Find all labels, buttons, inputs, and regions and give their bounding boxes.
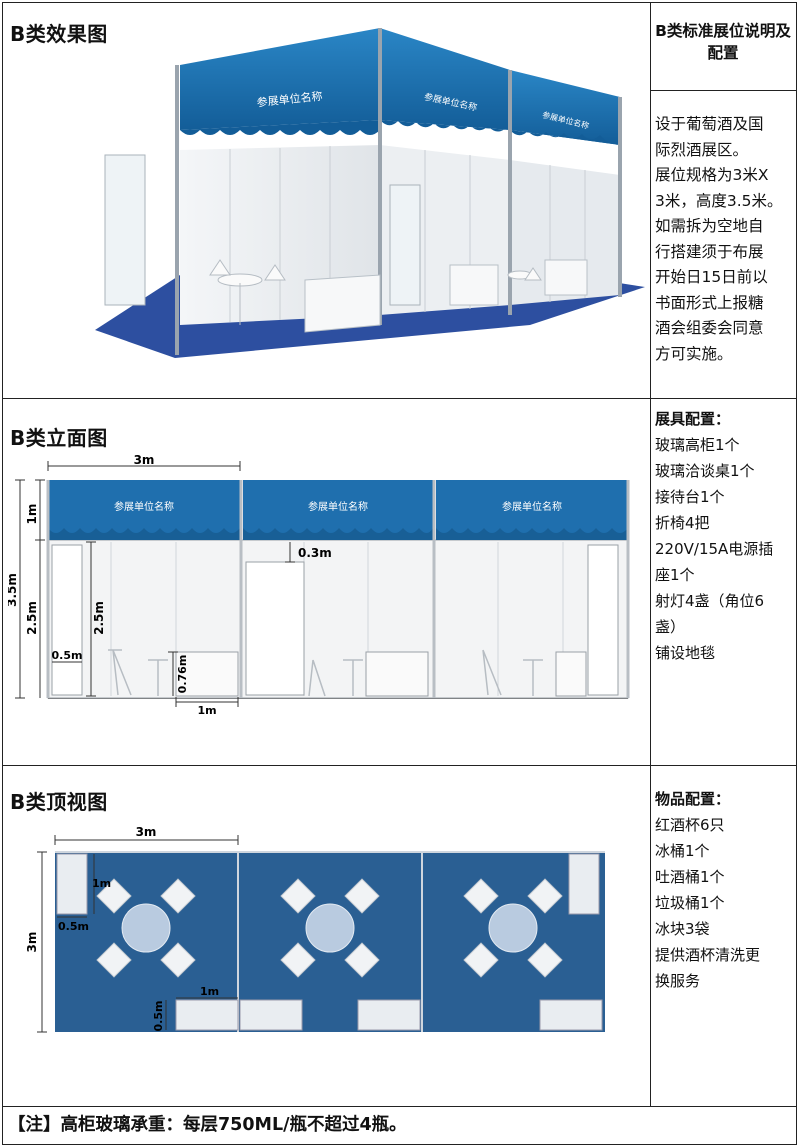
description-line: 方可实施。 (655, 344, 733, 363)
list-item: 盏） (655, 618, 686, 636)
dim-desk-height-label: 0.76m (176, 655, 189, 694)
folding-chair (264, 264, 286, 281)
list-item: 220V/15A电源插 (655, 540, 774, 558)
divider (650, 3, 651, 1106)
folding-chair (209, 259, 231, 276)
list-item: 吐酒桶1个 (655, 868, 725, 886)
elevation-drawing: 参展单位名称 参展单位名称 参展单位名称 3m 1m 3.5m 2.5m 2.5… (8, 453, 630, 717)
fascia (380, 28, 510, 130)
goods-heading: 物品配置： (655, 790, 731, 808)
reception-desk (555, 651, 587, 697)
dim-top-cabinet-depth-label: 0.5m (58, 920, 89, 933)
fascia-curtain (380, 120, 510, 132)
description-line: 酒会组委会同意 (655, 319, 764, 337)
dim-cabinet-height-label: 2.5m (92, 601, 106, 635)
glass-cabinet (51, 544, 83, 696)
table-set (280, 878, 380, 978)
description-line: 际烈酒展区。 (655, 140, 749, 159)
glass-cabinet (587, 544, 619, 696)
list-item: 换服务 (655, 972, 701, 990)
fascia-curtain (510, 130, 620, 145)
fascia (510, 70, 620, 145)
table-set (463, 878, 563, 978)
list-item: 射灯4盏（角位6 (655, 592, 765, 610)
description-line: 行搭建须于布展 (655, 242, 764, 261)
wall (47, 539, 629, 699)
folding-chair (524, 267, 542, 281)
dim-top-desk-width-label: 1m (200, 985, 219, 998)
description-line: 书面形式上报糖 (655, 293, 764, 312)
equipment-heading: 展具配置： (655, 410, 731, 428)
dim-top-cabinet-len-label: 1m (92, 877, 111, 890)
list-item: 垃圾桶1个 (655, 894, 725, 912)
divider (3, 398, 796, 399)
fascia-label: 参展单位名称 (114, 500, 174, 513)
fascia-label: 参展单位名称 (502, 500, 562, 513)
list-item: 折椅4把 (655, 514, 710, 532)
dim-wall-height-label: 2.5m (25, 601, 39, 635)
fascia (180, 28, 380, 130)
reception-desk (365, 651, 429, 697)
description-line: 如需拆为空地自 (655, 217, 764, 235)
description-line: 设于葡萄酒及国 (655, 115, 764, 133)
dim-cabinet-depth-label: 0.5m (52, 649, 83, 662)
elevation-title: B类立面图 (10, 426, 108, 450)
list-item: 红酒杯6只 (655, 816, 725, 834)
reception-desk (539, 999, 603, 1031)
list-item: 铺设地毯 (655, 644, 716, 662)
reception-desk (357, 999, 421, 1031)
reception-desk (239, 999, 303, 1031)
fascia-label: 参展单位名称 (256, 89, 323, 110)
top-view-title: B类顶视图 (10, 790, 108, 814)
goods-list: 物品配置： 红酒杯6只 冰桶1个 吐酒桶1个 垃圾桶1个 冰块3袋 提供酒杯清洗… (655, 786, 795, 994)
fascia-label: 参展单位名称 (308, 500, 368, 513)
list-item: 玻璃高柜1个 (655, 436, 740, 454)
dim-top-depth-label: 3m (25, 932, 39, 953)
effect-title: B类效果图 (10, 22, 108, 46)
dim-total-height-label: 3.5m (8, 573, 19, 607)
booth-render: 参展单位名称 参展单位名称 参展单位名称 (95, 28, 645, 358)
dim-fascia-label: 1m (25, 504, 39, 525)
list-item: 玻璃洽谈桌1个 (655, 462, 755, 480)
reception-desk (304, 274, 381, 333)
reception-desk (544, 259, 588, 296)
fascia (48, 480, 628, 540)
list-item: 接待台1个 (655, 488, 725, 506)
glass-cabinet (104, 154, 146, 306)
dim-top-width-label: 3m (136, 825, 157, 839)
list-item: 冰桶1个 (655, 842, 710, 860)
reception-desk (175, 651, 239, 697)
description-line: 3米，高度3.5米。 (655, 191, 783, 210)
glass-cabinet (389, 184, 421, 306)
standard-description: 设于葡萄酒及国 际烈酒展区。 展位规格为3米X 3米，高度3.5米。 如需拆为空… (655, 112, 795, 367)
description-line: 开始日15日前以 (655, 268, 768, 286)
fascia-curtain (180, 120, 380, 135)
dim-desk-width-label: 1m (197, 704, 216, 717)
footnote: 【注】高柜玻璃承重：每层750ML/瓶不超过4瓶。 (8, 1115, 407, 1135)
list-item: 提供酒杯清洗更 (655, 946, 761, 964)
top-view-drawing: 3m 3m 1m 0.5m 1m 0.5m (25, 825, 605, 1033)
glass-cabinet (245, 561, 305, 696)
table-set (96, 878, 196, 978)
list-item: 冰块3袋 (655, 920, 710, 938)
equipment-list: 展具配置： 玻璃高柜1个 玻璃洽谈桌1个 接待台1个 折椅4把 220V/15A… (655, 406, 795, 666)
description-line: 展位规格为3米X (655, 166, 769, 184)
divider (3, 1106, 796, 1107)
standard-heading: B类标准展位说明及配置 (655, 22, 791, 62)
list-item: 座1个 (655, 566, 695, 584)
reception-desk (449, 264, 499, 306)
glass-cabinet (568, 853, 600, 915)
dim-width-label: 3m (134, 453, 155, 467)
back-wall (510, 160, 620, 305)
dim-top-desk-depth-label: 0.5m (152, 1001, 165, 1032)
divider (3, 765, 796, 766)
dim-gap-label: 0.3m (298, 546, 332, 560)
reception-desk (175, 999, 239, 1031)
glass-cabinet (56, 853, 88, 915)
divider (650, 90, 796, 91)
